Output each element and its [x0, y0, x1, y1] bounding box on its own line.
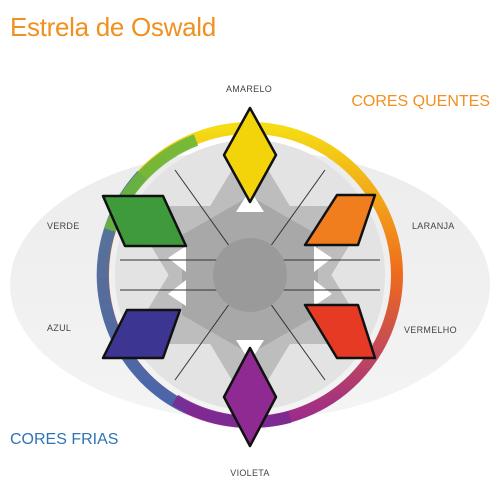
label-laranja: LARANJA [412, 221, 455, 231]
diamond-azul [101, 308, 182, 360]
label-amarelo: AMARELO [226, 84, 272, 94]
diamond-amarelo [222, 106, 278, 204]
label-azul: AZUL [47, 323, 71, 333]
diamond-violeta [222, 346, 278, 448]
cool-colors-label: CORES FRIAS [10, 431, 118, 448]
label-vermelho: VERMELHO [404, 325, 457, 335]
center-circle [213, 238, 287, 312]
page-title: Estrela de Oswald [10, 12, 216, 42]
diamond-laranja [303, 193, 377, 247]
color-diamonds [101, 106, 377, 448]
diamond-verde [101, 194, 188, 248]
color-ring-violet-arc [171, 394, 292, 428]
label-verde: VERDE [47, 221, 80, 231]
diamond-vermelho [303, 303, 377, 360]
warm-colors-label: CORES QUENTES [351, 93, 490, 110]
label-violeta: VIOLETA [230, 468, 269, 478]
